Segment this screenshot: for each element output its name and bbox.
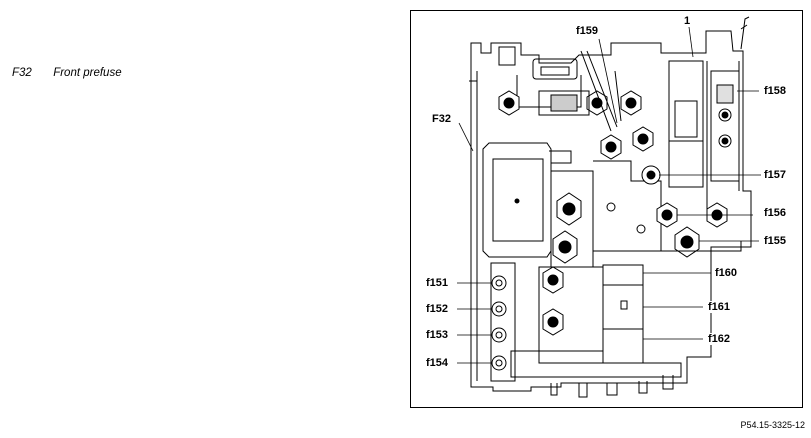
plate-screw-b xyxy=(636,224,646,234)
module-left-inner xyxy=(492,158,544,242)
bolt-f156-a xyxy=(656,202,678,228)
link-upper xyxy=(538,90,590,116)
relay-block xyxy=(668,60,704,142)
f151-fuse-core xyxy=(495,279,503,287)
f152-fuse-core xyxy=(495,305,503,313)
f154-fuse-core xyxy=(495,359,503,367)
legend-label: Front prefuse xyxy=(53,67,122,79)
top-mount-center xyxy=(532,58,578,80)
bolt-upper-mid xyxy=(586,90,608,116)
housing-inner-edge xyxy=(469,71,478,381)
bolt-upper-right xyxy=(620,90,642,116)
legend-code: F32 xyxy=(12,67,32,79)
fuse-box-drawing xyxy=(457,16,761,398)
f158-bolt-a-core xyxy=(721,111,729,119)
f158-fuse xyxy=(716,84,734,104)
f159-leads xyxy=(580,50,622,132)
f158-bolt-b-core xyxy=(721,137,729,145)
f155-strap xyxy=(661,241,742,252)
right-strips xyxy=(706,61,740,211)
figure-reference: P54.15-3325-12 xyxy=(740,420,805,430)
bolt-lower-a xyxy=(542,266,564,294)
lower-tray xyxy=(510,350,682,378)
bolt-center-a xyxy=(556,192,582,226)
relay-block-window xyxy=(674,100,698,138)
callout-f158: f158 xyxy=(763,85,788,97)
leader-lines xyxy=(457,26,761,364)
plate-screw xyxy=(606,202,616,212)
small-fuse-strip xyxy=(490,262,516,382)
callout-f154: f154 xyxy=(425,357,450,369)
bolt-f155 xyxy=(674,226,700,258)
bottom-connectors xyxy=(550,375,674,398)
relay-f162 xyxy=(602,328,644,364)
callout-1: 1 xyxy=(683,15,692,27)
top-mount-left xyxy=(498,46,516,66)
relay-f160 xyxy=(602,264,644,286)
f157-bolt-core xyxy=(646,170,656,180)
callout-f160: f160 xyxy=(714,267,739,279)
top-hook xyxy=(740,16,750,50)
top-mount-cap xyxy=(540,66,570,76)
relay-f161-notch xyxy=(620,300,628,310)
relay-f161 xyxy=(602,284,644,330)
callout-f162: f162 xyxy=(707,333,732,345)
f151-fuse xyxy=(491,275,507,291)
callout-f153: f153 xyxy=(425,329,450,341)
f153-fuse xyxy=(491,327,507,343)
callout-f159: f159 xyxy=(575,25,600,37)
callout-f152: f152 xyxy=(425,303,450,315)
callout-f155: f155 xyxy=(763,235,788,247)
module-left-lip xyxy=(549,150,572,164)
module-left-dot xyxy=(514,198,520,204)
callout-F32: F32 xyxy=(431,113,452,125)
relay-block-base xyxy=(668,141,704,188)
callout-f156: f156 xyxy=(763,207,788,219)
bolt-f159-b xyxy=(632,126,654,152)
f152-fuse xyxy=(491,301,507,317)
bolt-lower-b xyxy=(542,308,564,336)
f153-fuse-core xyxy=(495,331,503,339)
bolt-center-b xyxy=(552,230,578,264)
callout-f161: f161 xyxy=(707,301,732,313)
callout-f151: f151 xyxy=(425,277,450,289)
bolt-f159-a xyxy=(600,134,622,160)
callout-f157: f157 xyxy=(763,169,788,181)
bolt-upper-left xyxy=(498,90,520,116)
module-left xyxy=(482,142,552,258)
fuse-box-diagram: 1 f159 f158 F32 f157 f156 f155 f160 f151… xyxy=(410,10,803,408)
legend-entry: F32 Front prefuse xyxy=(12,67,122,79)
link-upper-plate xyxy=(550,94,578,112)
f154-fuse xyxy=(491,355,507,371)
